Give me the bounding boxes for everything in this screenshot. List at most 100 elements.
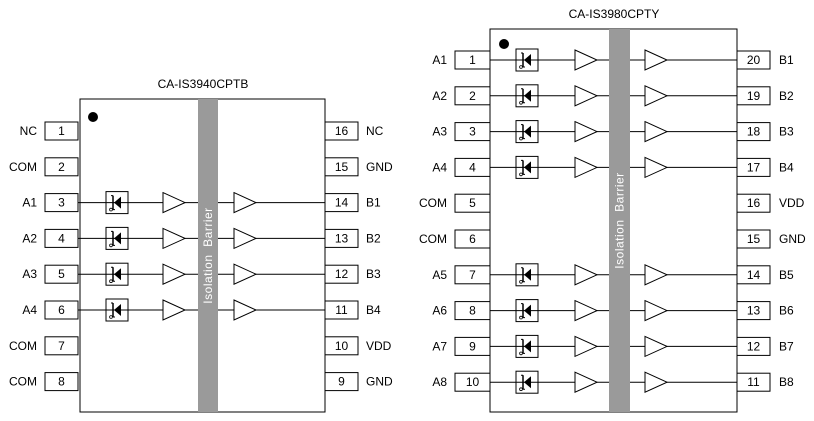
left-pin-name: A4 <box>22 303 37 317</box>
zener-switch-icon <box>515 84 539 108</box>
right-pin-number: 20 <box>747 53 761 67</box>
right-pin-name: NC <box>366 124 384 138</box>
left-pin-number: 3 <box>58 196 65 210</box>
right-pin-box <box>324 228 359 248</box>
output-buffer-icon <box>233 299 258 321</box>
isolation-channel <box>105 226 258 250</box>
input-buffer-icon <box>574 299 599 322</box>
right-pin-box <box>736 336 771 356</box>
left-pin-name: A3 <box>432 125 447 139</box>
zener-switch-icon <box>515 48 539 72</box>
left-pin-number: 1 <box>469 53 476 67</box>
left-pin-number: 5 <box>469 196 476 210</box>
left-pin-name: A2 <box>432 89 447 103</box>
right-pin-number: 13 <box>747 304 761 318</box>
left-pin-name: COM <box>419 196 447 210</box>
input-buffer-icon <box>162 263 187 285</box>
right-pin-name: B1 <box>779 53 794 67</box>
left-pin-number: 9 <box>469 339 476 353</box>
input-buffer-icon <box>574 264 599 286</box>
output-buffer-icon <box>644 85 669 107</box>
pin1-marker-dot <box>499 39 509 49</box>
right-pin-name: GND <box>366 160 393 174</box>
right-pin-box <box>736 229 771 249</box>
left-pin-name: A2 <box>22 231 37 245</box>
right-pin-name: GND <box>366 375 393 389</box>
right-pin-box <box>736 372 771 392</box>
right-pin-number: 16 <box>747 196 761 210</box>
left-pin-number: 3 <box>469 125 476 139</box>
left-pin-name: A4 <box>432 160 447 174</box>
left-pin-number: 2 <box>58 160 65 174</box>
left-pin-box <box>44 372 79 392</box>
right-pin-name: B3 <box>779 125 794 139</box>
output-buffer-icon <box>644 335 669 358</box>
input-buffer-icon <box>574 335 599 358</box>
left-pin-box <box>44 121 79 141</box>
left-pin-number: 8 <box>58 375 65 389</box>
left-pin-number: 4 <box>58 231 65 245</box>
isolation-channel <box>515 155 669 179</box>
left-pin-box <box>44 193 79 213</box>
input-buffer-icon <box>162 191 187 214</box>
left-pin-name: A5 <box>432 268 447 282</box>
left-pin-name: NC <box>20 124 38 138</box>
right-pin-name: B1 <box>366 196 381 210</box>
right-pin-box <box>736 265 771 285</box>
right-pin-number: 17 <box>747 160 761 174</box>
isolation-barrier <box>609 29 630 412</box>
right-pin-number: 18 <box>747 125 761 139</box>
isolation-channel <box>515 299 669 323</box>
right-pin-name: B4 <box>779 160 794 174</box>
right-pin-number: 14 <box>747 268 761 282</box>
output-buffer-icon <box>644 371 669 393</box>
left-pin-number: 7 <box>469 268 476 282</box>
left-pin-box <box>454 157 491 177</box>
left-pin-box <box>454 193 491 213</box>
left-pin-box <box>44 336 79 356</box>
left-pin-number: 4 <box>469 160 476 174</box>
zener-switch-icon <box>105 226 129 250</box>
right-pin-number: 14 <box>335 196 349 210</box>
input-buffer-icon <box>574 156 599 179</box>
right-pin-box <box>324 157 359 177</box>
right-pin-number: 12 <box>747 339 761 353</box>
isolation-channel <box>105 262 258 286</box>
output-buffer-icon <box>644 49 669 71</box>
input-buffer-icon <box>574 371 599 393</box>
left-pin-box <box>454 301 491 321</box>
right-pin-number: 10 <box>335 339 349 353</box>
input-buffer-icon <box>162 227 187 250</box>
right-pin-box <box>324 121 359 141</box>
output-buffer-icon <box>644 156 669 179</box>
chip-title: CA-IS3980CPTY <box>569 7 660 21</box>
right-pin-name: B7 <box>779 339 794 353</box>
right-pin-number: 11 <box>335 303 348 317</box>
output-buffer-icon <box>233 191 258 214</box>
right-pin-box <box>736 50 771 70</box>
right-pin-number: 16 <box>335 124 349 138</box>
left-pin-box <box>44 264 79 284</box>
right-pin-name: B2 <box>366 231 381 245</box>
chip-title: CA-IS3940CPTB <box>158 77 249 91</box>
right-pin-number: 9 <box>338 375 345 389</box>
isolation-barrier-label: Isolation Barrier <box>613 172 627 268</box>
right-pin-box <box>324 193 359 213</box>
zener-switch-icon <box>515 299 539 323</box>
right-pin-number: 15 <box>335 160 349 174</box>
zener-switch-icon <box>515 155 539 179</box>
right-pin-name: B3 <box>366 267 381 281</box>
left-pin-box <box>454 86 491 106</box>
left-pin-name: COM <box>9 160 37 174</box>
left-pin-box <box>454 229 491 249</box>
left-pin-box <box>454 336 491 356</box>
input-buffer-icon <box>574 49 599 71</box>
input-buffer-icon <box>574 85 599 107</box>
right-pin-box <box>736 86 771 106</box>
output-buffer-icon <box>644 264 669 286</box>
right-pin-name: VDD <box>779 196 805 210</box>
output-buffer-icon <box>233 263 258 285</box>
right-pin-number: 13 <box>335 231 349 245</box>
